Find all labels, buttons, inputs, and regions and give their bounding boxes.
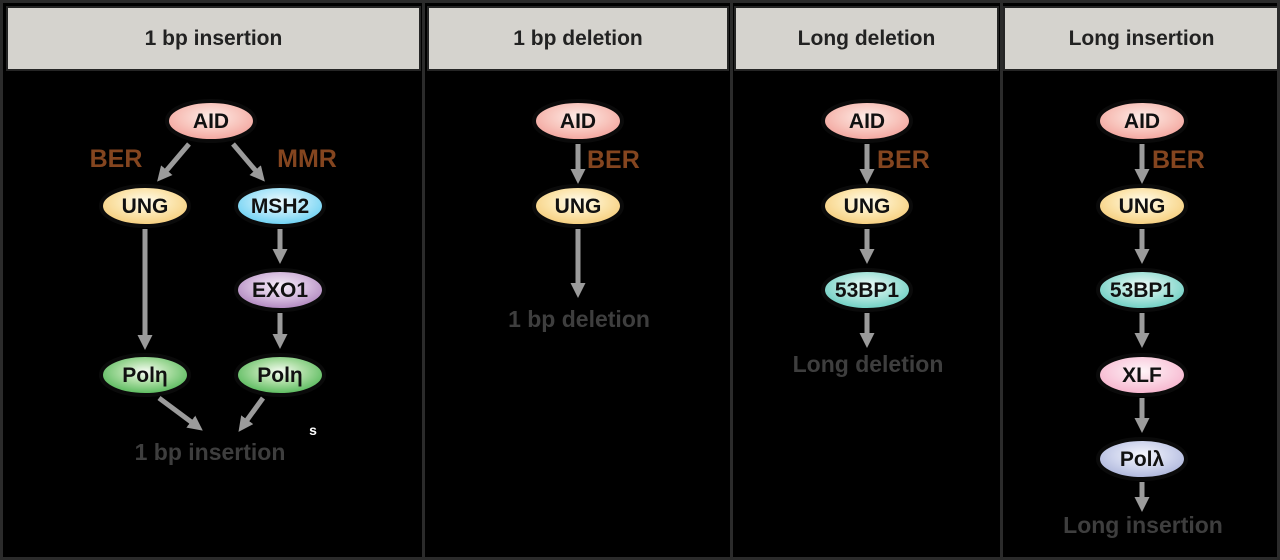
arrow-poleta-right-to-outcome <box>238 396 266 432</box>
column-divider <box>422 3 425 557</box>
node-exo1 <box>234 268 326 312</box>
panel-title: Long deletion <box>797 26 936 50</box>
node-xlf <box>1096 353 1188 397</box>
node-aid <box>532 99 624 143</box>
node-label-ung: UNG <box>1119 195 1166 218</box>
node-label-aid: AID <box>1124 110 1160 133</box>
outcome-text-1bp-insertion: 1 bp insertion <box>135 439 286 465</box>
outcome-text-long-deletion: Long deletion <box>793 351 944 377</box>
node-label-aid: AID <box>560 110 596 133</box>
panel-header-1bp-insertion: 1 bp insertion <box>6 6 421 71</box>
panel-diagram-1bp-insertion: BER MMR AID UNG MSH2 EXO1 Polη Polη 1 bp… <box>90 99 337 465</box>
node-ung <box>821 184 913 228</box>
pathway-label-ber: BER <box>1152 146 1205 174</box>
node-label-ung: UNG <box>844 195 891 218</box>
node-poleta-left <box>99 353 191 397</box>
node-poleta-right <box>234 353 326 397</box>
column-divider <box>730 3 733 557</box>
arrow-aid-to-ung <box>157 142 191 182</box>
node-label-poleta-right: Polη <box>257 364 303 387</box>
outcome-text-long-insertion: Long insertion <box>1063 512 1223 538</box>
node-label-aid: AID <box>849 110 885 133</box>
panel-diagram-long-deletion: BER AID UNG 53BP1 Long deletion <box>793 99 944 377</box>
node-label-xlf: XLF <box>1122 364 1162 387</box>
node-aid <box>165 99 257 143</box>
pathway-label-ber: BER <box>90 145 143 173</box>
column-divider <box>1000 3 1003 557</box>
panel-header-long-insertion: Long insertion <box>1003 6 1277 71</box>
node-ung <box>532 184 624 228</box>
node-53bp1 <box>821 268 913 312</box>
pathway-label-ber: BER <box>877 146 930 174</box>
pathway-label-mmr: MMR <box>277 145 337 173</box>
footnote-marker: s <box>309 422 317 438</box>
node-label-ung: UNG <box>122 195 169 218</box>
node-aid <box>821 99 913 143</box>
node-ung <box>1096 184 1188 228</box>
node-label-exo1: EXO1 <box>252 279 308 302</box>
node-label-poleta-left: Polη <box>122 364 168 387</box>
panel-title: Long insertion <box>1068 26 1215 50</box>
node-pollambda <box>1096 437 1188 481</box>
panel-header-1bp-deletion: 1 bp deletion <box>427 6 729 71</box>
pathway-label-ber: BER <box>587 146 640 174</box>
arrow-poleta-left-to-outcome <box>157 395 203 431</box>
panel-title: 1 bp insertion <box>144 26 283 50</box>
node-label-pollambda: Polλ <box>1120 448 1165 471</box>
panel-title: 1 bp deletion <box>513 26 643 50</box>
panel-header-long-deletion: Long deletion <box>734 6 999 71</box>
node-label-53bp1: 53BP1 <box>1110 279 1175 302</box>
node-aid <box>1096 99 1188 143</box>
node-label-aid: AID <box>193 110 229 133</box>
node-label-53bp1: 53BP1 <box>835 279 900 302</box>
node-label-msh2: MSH2 <box>251 195 309 218</box>
node-ung <box>99 184 191 228</box>
panel-diagram-1bp-deletion: BER AID UNG 1 bp deletion <box>508 99 650 332</box>
panel-diagram-long-insertion: BER AID UNG 53BP1 XLF Polλ Long insertio… <box>1063 99 1223 538</box>
arrow-aid-to-msh2 <box>231 142 265 182</box>
node-label-ung: UNG <box>555 195 602 218</box>
node-msh2 <box>234 184 326 228</box>
node-53bp1 <box>1096 268 1188 312</box>
outcome-text-1bp-deletion: 1 bp deletion <box>508 306 650 332</box>
